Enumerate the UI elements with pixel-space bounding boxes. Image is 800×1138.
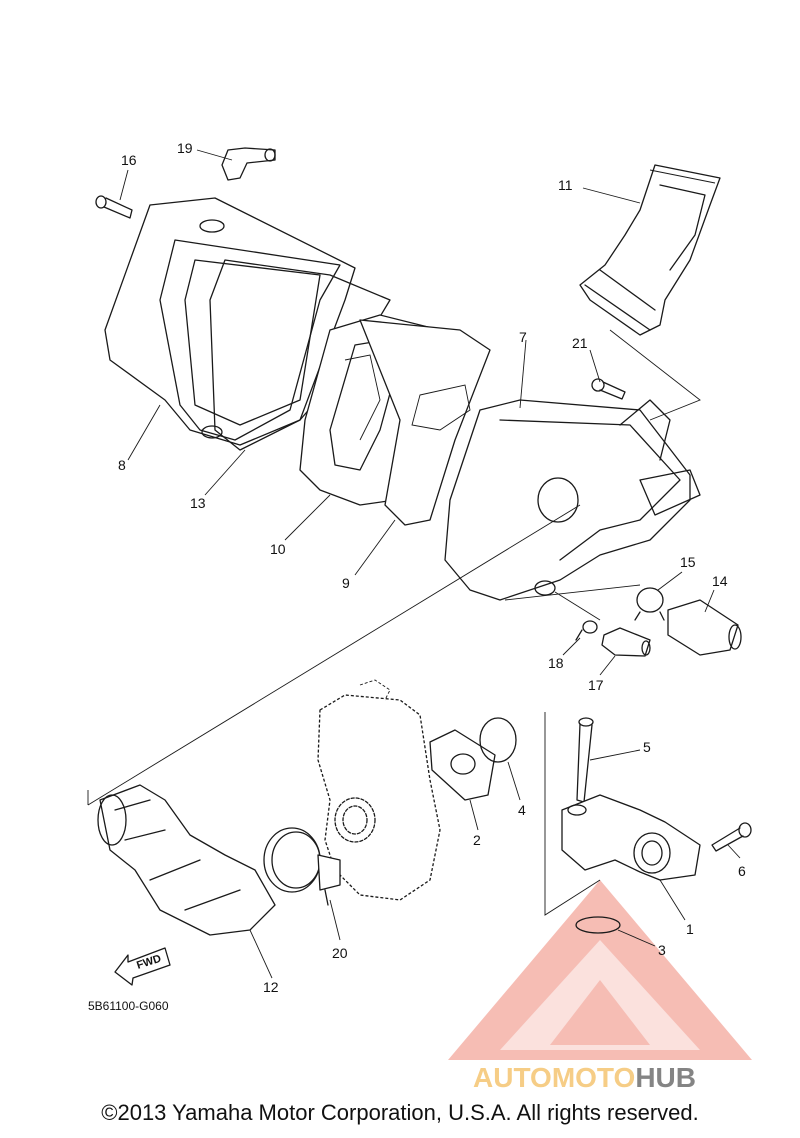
- hose-clip: [575, 620, 598, 641]
- callout-9: 9: [342, 575, 350, 591]
- callout-7: 7: [519, 329, 527, 345]
- breather-hose: [221, 147, 276, 181]
- clip: [634, 587, 665, 621]
- screw: [95, 195, 133, 219]
- watermark-brand-part2: HUB: [635, 1062, 696, 1093]
- svg-text:AUTOMOTOHUB: AUTOMOTOHUB: [473, 1062, 696, 1093]
- watermark-logo: [448, 880, 752, 1060]
- watermark-brand: AUTOMOTOHUB: [473, 1062, 696, 1093]
- air-cleaner-cap: [104, 197, 356, 446]
- o-ring-lower: [575, 916, 621, 934]
- callout-10: 10: [270, 541, 286, 557]
- callout-2: 2: [473, 832, 481, 848]
- callout-4: 4: [518, 802, 526, 818]
- callout-13: 13: [190, 495, 206, 511]
- callout-3: 3: [658, 942, 666, 958]
- callout-16: 16: [121, 152, 137, 168]
- carburetor-reference: [317, 679, 441, 901]
- air-cleaner-joint: [579, 164, 721, 336]
- manifold-screw: [711, 822, 752, 852]
- callout-17: 17: [588, 677, 604, 693]
- copyright-notice: ©2013 Yamaha Motor Corporation, U.S.A. A…: [101, 1100, 699, 1125]
- callout-6: 6: [738, 863, 746, 879]
- callout-8: 8: [118, 457, 126, 473]
- air-cleaner-case: [444, 399, 701, 601]
- callout-14: 14: [712, 573, 728, 589]
- callout-5: 5: [643, 739, 651, 755]
- fwd-arrow-icon: FWD: [114, 947, 171, 986]
- air-filter-element: [359, 319, 491, 526]
- assembly-lines: [87, 329, 701, 916]
- callout-11: 11: [558, 177, 573, 193]
- air-duct: [97, 784, 276, 936]
- band-clamp: [263, 827, 341, 906]
- callouts: 16 19 11 21 7 8 13 10 9 15 14 18 17 5 4 …: [118, 140, 746, 995]
- drain-cap: [667, 599, 742, 656]
- callout-19: 19: [177, 140, 193, 156]
- callout-18: 18: [548, 655, 564, 671]
- callout-21: 21: [572, 335, 588, 351]
- callout-1: 1: [686, 921, 694, 937]
- diagram-code: 5B61100-G060: [88, 999, 169, 1013]
- watermark-brand-part1: AUTOMOTO: [473, 1062, 635, 1093]
- bolt: [591, 378, 626, 400]
- manifold-bolt: [576, 717, 594, 803]
- callout-20: 20: [332, 945, 348, 961]
- insulator: [429, 729, 496, 801]
- o-ring-upper: [479, 717, 517, 763]
- callout-leaders: [119, 149, 741, 979]
- callout-15: 15: [680, 554, 696, 570]
- gasket: [209, 259, 391, 451]
- plug: [601, 627, 651, 657]
- intake-manifold: [561, 794, 701, 881]
- callout-12: 12: [263, 979, 279, 995]
